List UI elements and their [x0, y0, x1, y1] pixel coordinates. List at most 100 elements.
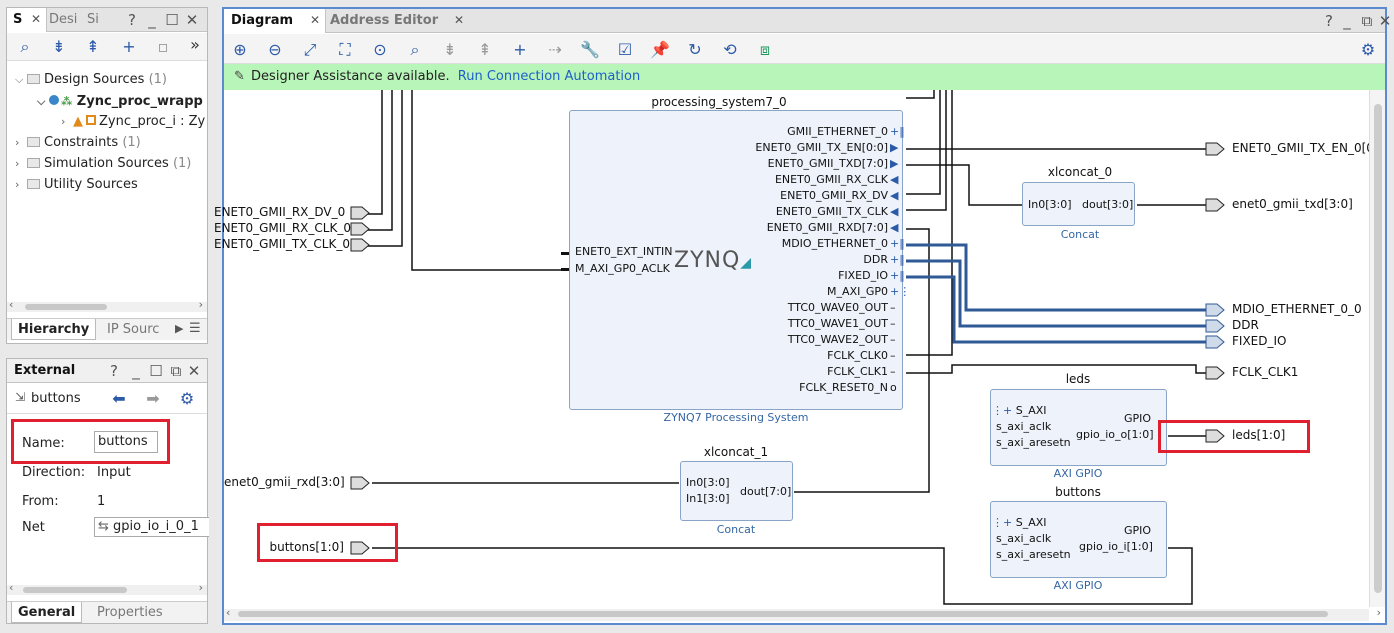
close-icon[interactable]: ✕: [187, 362, 201, 380]
close-panel-icon[interactable]: ✕: [1378, 12, 1392, 30]
external-hscrollbar[interactable]: ‹ ›: [7, 581, 207, 595]
ps-port[interactable]: ENET0_GMII_RX_CLK: [774, 173, 888, 186]
more-icon[interactable]: »: [190, 35, 200, 54]
xlconcat1-out[interactable]: dout[7:0]: [740, 485, 792, 498]
search-icon[interactable]: ⌕: [20, 37, 30, 56]
buttons-gpio-block[interactable]: [990, 501, 1167, 578]
forward-icon[interactable]: ➡: [146, 389, 160, 408]
ps-port[interactable]: FCLK_CLK1: [827, 365, 888, 378]
tab-general[interactable]: General: [11, 602, 83, 623]
ps-port[interactable]: ENET0_GMII_RX_DV: [780, 189, 888, 202]
tab-hierarchy[interactable]: Hierarchy: [11, 319, 97, 340]
run-connection-automation-link[interactable]: Run Connection Automation: [457, 69, 641, 84]
buttons-port-s-axi[interactable]: ⋮+ S_AXI: [992, 516, 1047, 529]
tab-signals[interactable]: Si: [87, 8, 113, 32]
xlconcat0-in[interactable]: In0[3:0]: [1028, 198, 1072, 211]
tree-constraints[interactable]: ›Constraints (1): [15, 133, 141, 153]
scroll-left-icon[interactable]: ‹: [9, 581, 14, 594]
collapse-icon[interactable]: ⇟: [443, 40, 457, 59]
ps-port[interactable]: GMII_ETHERNET_0: [787, 125, 888, 138]
tab-ip-sources[interactable]: IP Sourc: [101, 319, 165, 340]
leds-out[interactable]: gpio_io_o[1:0]: [1076, 428, 1154, 441]
scroll-thumb[interactable]: [238, 611, 1328, 617]
ext-port-buttons[interactable]: buttons[1:0]: [269, 540, 344, 554]
fit-icon[interactable]: ⤢: [303, 40, 317, 59]
help-icon[interactable]: ?: [128, 11, 136, 29]
zoom-out-icon[interactable]: ⊖: [268, 40, 282, 59]
tree-design-sources[interactable]: ⌵Design Sources (1): [15, 70, 167, 90]
add-icon[interactable]: +: [122, 37, 136, 56]
ext-port-ddr[interactable]: DDR: [1232, 318, 1259, 332]
diagram-hscrollbar[interactable]: ‹ ›: [224, 606, 1381, 621]
leds-port-s-axi[interactable]: ⋮+ S_AXI: [992, 404, 1047, 417]
maximize-icon[interactable]: ☐: [149, 362, 163, 380]
tab-address-editor[interactable]: Address Editor: [330, 9, 470, 33]
chevron-right-icon[interactable]: ›: [15, 136, 20, 149]
ps-port[interactable]: M_AXI_GP0: [827, 285, 888, 298]
ps-port[interactable]: ENET0_GMII_TX_CLK: [775, 205, 888, 218]
ext-port-mdio[interactable]: MDIO_ETHERNET_0_0: [1232, 302, 1362, 316]
float-icon[interactable]: ⧉: [1361, 12, 1373, 30]
chevron-down-icon[interactable]: ⌵: [15, 73, 24, 86]
ps-port[interactable]: TTC0_WAVE1_OUT: [787, 317, 888, 330]
tab-properties[interactable]: Properties: [91, 602, 169, 623]
maximize-icon[interactable]: ☐: [165, 11, 179, 29]
tree-proc-i[interactable]: ›▲Zync_proc_i : Zy: [61, 112, 205, 132]
leds-port-aclk[interactable]: s_axi_aclk: [996, 420, 1052, 433]
scroll-thumb[interactable]: [23, 587, 127, 593]
ext-port-rx-dv[interactable]: ENET0_GMII_RX_DV_0: [214, 205, 346, 219]
target-icon[interactable]: ⊙: [373, 40, 387, 59]
buttons-port-aclk[interactable]: s_axi_aclk: [996, 532, 1052, 545]
ext-port-rx-clk[interactable]: ENET0_GMII_RX_CLK_0: [214, 221, 351, 235]
buttons-port-aresetn[interactable]: s_axi_aresetn: [996, 548, 1071, 561]
tab-diagram[interactable]: Diagram: [224, 9, 326, 33]
ps-port[interactable]: ENET0_GMII_TX_EN[0:0]: [755, 141, 888, 154]
make-connection-icon[interactable]: ⇢: [548, 40, 562, 59]
xlconcat0-block[interactable]: [1022, 182, 1135, 226]
buttons-out[interactable]: gpio_io_i[1:0]: [1079, 540, 1153, 553]
menu-icon[interactable]: ☰: [189, 321, 201, 336]
tab-scroll-right-icon[interactable]: ▶: [175, 322, 184, 335]
ps-port[interactable]: MDIO_ETHERNET_0: [781, 237, 888, 250]
scroll-left-icon[interactable]: ‹: [9, 298, 14, 311]
gear-icon[interactable]: ⚙: [179, 389, 195, 408]
buttons-gpio[interactable]: GPIO: [1124, 524, 1152, 537]
add-ip-icon[interactable]: +: [513, 40, 527, 59]
name-field[interactable]: buttons: [94, 431, 158, 453]
float-icon[interactable]: ⧉: [170, 362, 182, 380]
document-icon[interactable]: ▫: [157, 37, 169, 56]
ip-block-icon[interactable]: ⧈: [759, 40, 771, 59]
close-icon[interactable]: ✕: [31, 12, 42, 26]
ps-port[interactable]: ENET0_GMII_RXD[7:0]: [766, 221, 888, 234]
minimize-icon[interactable]: _: [1343, 12, 1351, 30]
tree-simulation[interactable]: ›Simulation Sources (1): [15, 154, 191, 174]
xlconcat1-block[interactable]: [680, 461, 793, 521]
ext-port-leds[interactable]: leds[1:0]: [1232, 428, 1286, 442]
ext-port-tx-en[interactable]: ENET0_GMII_TX_EN_0[0:: [1232, 141, 1378, 155]
leds-port-aresetn[interactable]: s_axi_aresetn: [996, 436, 1071, 449]
minimize-icon[interactable]: _: [148, 11, 156, 29]
tree-wrapper[interactable]: ⌵⁂ Zync_proc_wrapp: [37, 92, 203, 112]
scroll-thumb[interactable]: [1374, 104, 1382, 593]
zoom-selection-icon[interactable]: ⛶: [339, 40, 351, 59]
ps-port[interactable]: FIXED_IO: [838, 269, 888, 282]
ext-port-rxd[interactable]: enet0_gmii_rxd[3:0]: [224, 475, 345, 489]
ps-port[interactable]: FCLK_RESET0_N: [799, 381, 888, 394]
ext-port-fixed[interactable]: FIXED_IO: [1232, 334, 1287, 348]
scroll-right-icon[interactable]: ›: [1376, 606, 1381, 619]
ext-port-txd[interactable]: enet0_gmii_txd[3:0]: [1232, 197, 1353, 211]
collapse-all-icon[interactable]: ⇟: [52, 37, 66, 56]
chevron-right-icon[interactable]: ›: [15, 178, 20, 191]
leds-gpio[interactable]: GPIO: [1124, 412, 1152, 425]
scroll-left-icon[interactable]: ‹: [226, 606, 231, 619]
processing-system-block[interactable]: [569, 110, 903, 410]
ps-port[interactable]: ENET0_GMII_TXD[7:0]: [767, 157, 888, 170]
chevron-right-icon[interactable]: ›: [15, 157, 20, 170]
ps-port-m-axi-gp0-aclk[interactable]: M_AXI_GP0_ACLK: [575, 262, 670, 275]
help-icon[interactable]: ?: [110, 362, 118, 380]
back-icon[interactable]: ⬅: [112, 389, 126, 408]
search-icon[interactable]: ⌕: [410, 40, 420, 59]
wrench-icon[interactable]: 🔧: [580, 40, 600, 59]
close-icon[interactable]: ✕: [310, 13, 321, 27]
tab-sources[interactable]: S: [7, 8, 47, 32]
